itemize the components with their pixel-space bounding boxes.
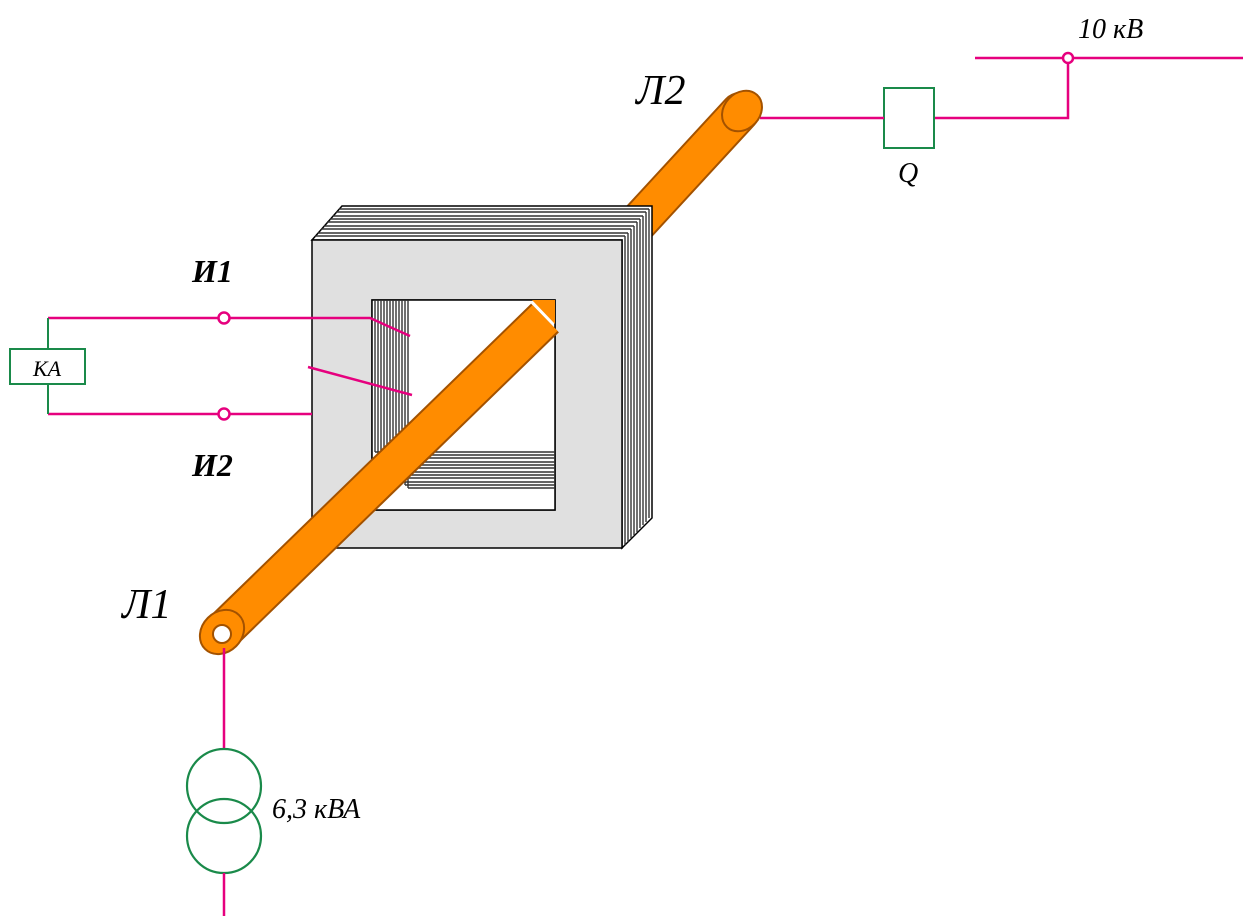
conductor-bore [212,624,232,644]
terminal-i1-label: И1 [191,253,233,289]
conductor-end-l1-label: Л1 [120,582,171,628]
supply-transformer [185,747,263,875]
bus-junction-node [1061,51,1075,65]
breaker-label: Q [898,158,918,189]
terminal-i2 [217,407,231,421]
secondary-winding-leads [48,316,413,416]
conductor-end-l2-label: Л2 [634,68,685,114]
breaker-q [883,87,935,149]
bus-voltage-label: 10 кВ [1078,14,1143,45]
conductor-end-l2 [721,89,763,133]
relay-label: КА [32,356,62,381]
relay-ka [9,318,86,414]
bus-10kv [934,51,1243,120]
terminal-i1 [217,311,231,325]
terminal-i2-label: И2 [191,447,233,483]
primary-conductor-front [208,300,559,647]
transformer-rating-label: 6,3 кВА [272,794,361,825]
